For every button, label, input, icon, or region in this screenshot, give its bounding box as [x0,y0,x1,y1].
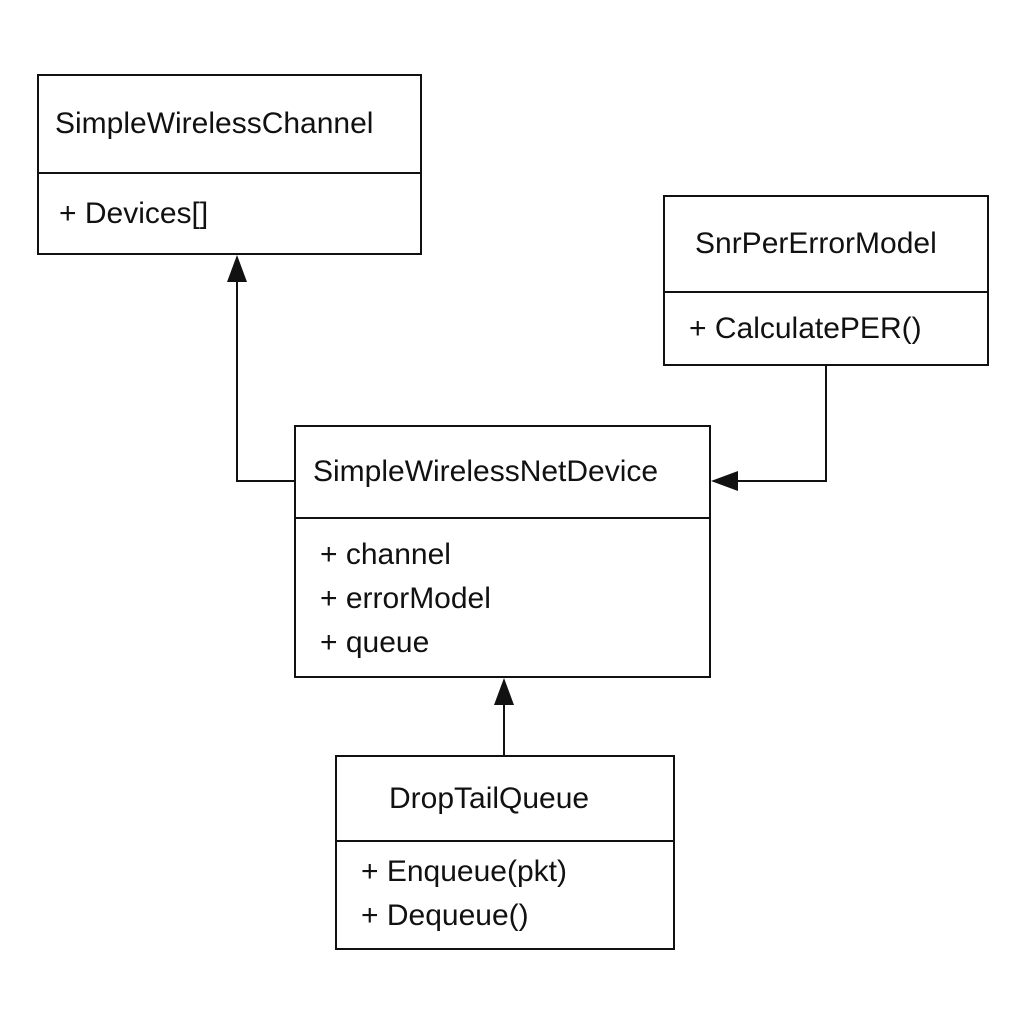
class-simple-wireless-net-device: SimpleWirelessNetDevice + channel + erro… [294,425,711,678]
class-members: + Enqueue(pkt) + Dequeue() [337,842,673,938]
class-members: + channel + errorModel + queue [296,519,709,665]
class-name: DropTailQueue [337,757,673,842]
arrowhead-device-bottom [494,678,514,705]
arrowhead-device-right [711,471,738,491]
class-drop-tail-queue: DropTailQueue + Enqueue(pkt) + Dequeue() [335,755,675,950]
class-name: SimpleWirelessNetDevice [296,427,709,519]
class-snr-per-error-model: SnrPerErrorModel + CalculatePER() [663,195,989,366]
connector-error-model-to-device [737,366,827,482]
class-name: SnrPerErrorModel [665,197,987,293]
class-member: + errorModel [320,582,491,615]
class-member: + Devices[] [59,197,209,230]
arrowhead-channel [227,255,247,282]
class-members: + CalculatePER() [665,293,987,351]
class-member: + Dequeue() [361,899,529,932]
class-members: + Devices[] [39,174,420,236]
class-member: + CalculatePER() [689,312,922,345]
class-name: SimpleWirelessChannel [39,76,420,174]
connector-device-to-channel [236,282,294,482]
class-member: + channel [320,538,451,571]
class-simple-wireless-channel: SimpleWirelessChannel + Devices[] [37,74,422,255]
class-member: + queue [320,626,430,659]
class-member: + Enqueue(pkt) [361,855,567,888]
